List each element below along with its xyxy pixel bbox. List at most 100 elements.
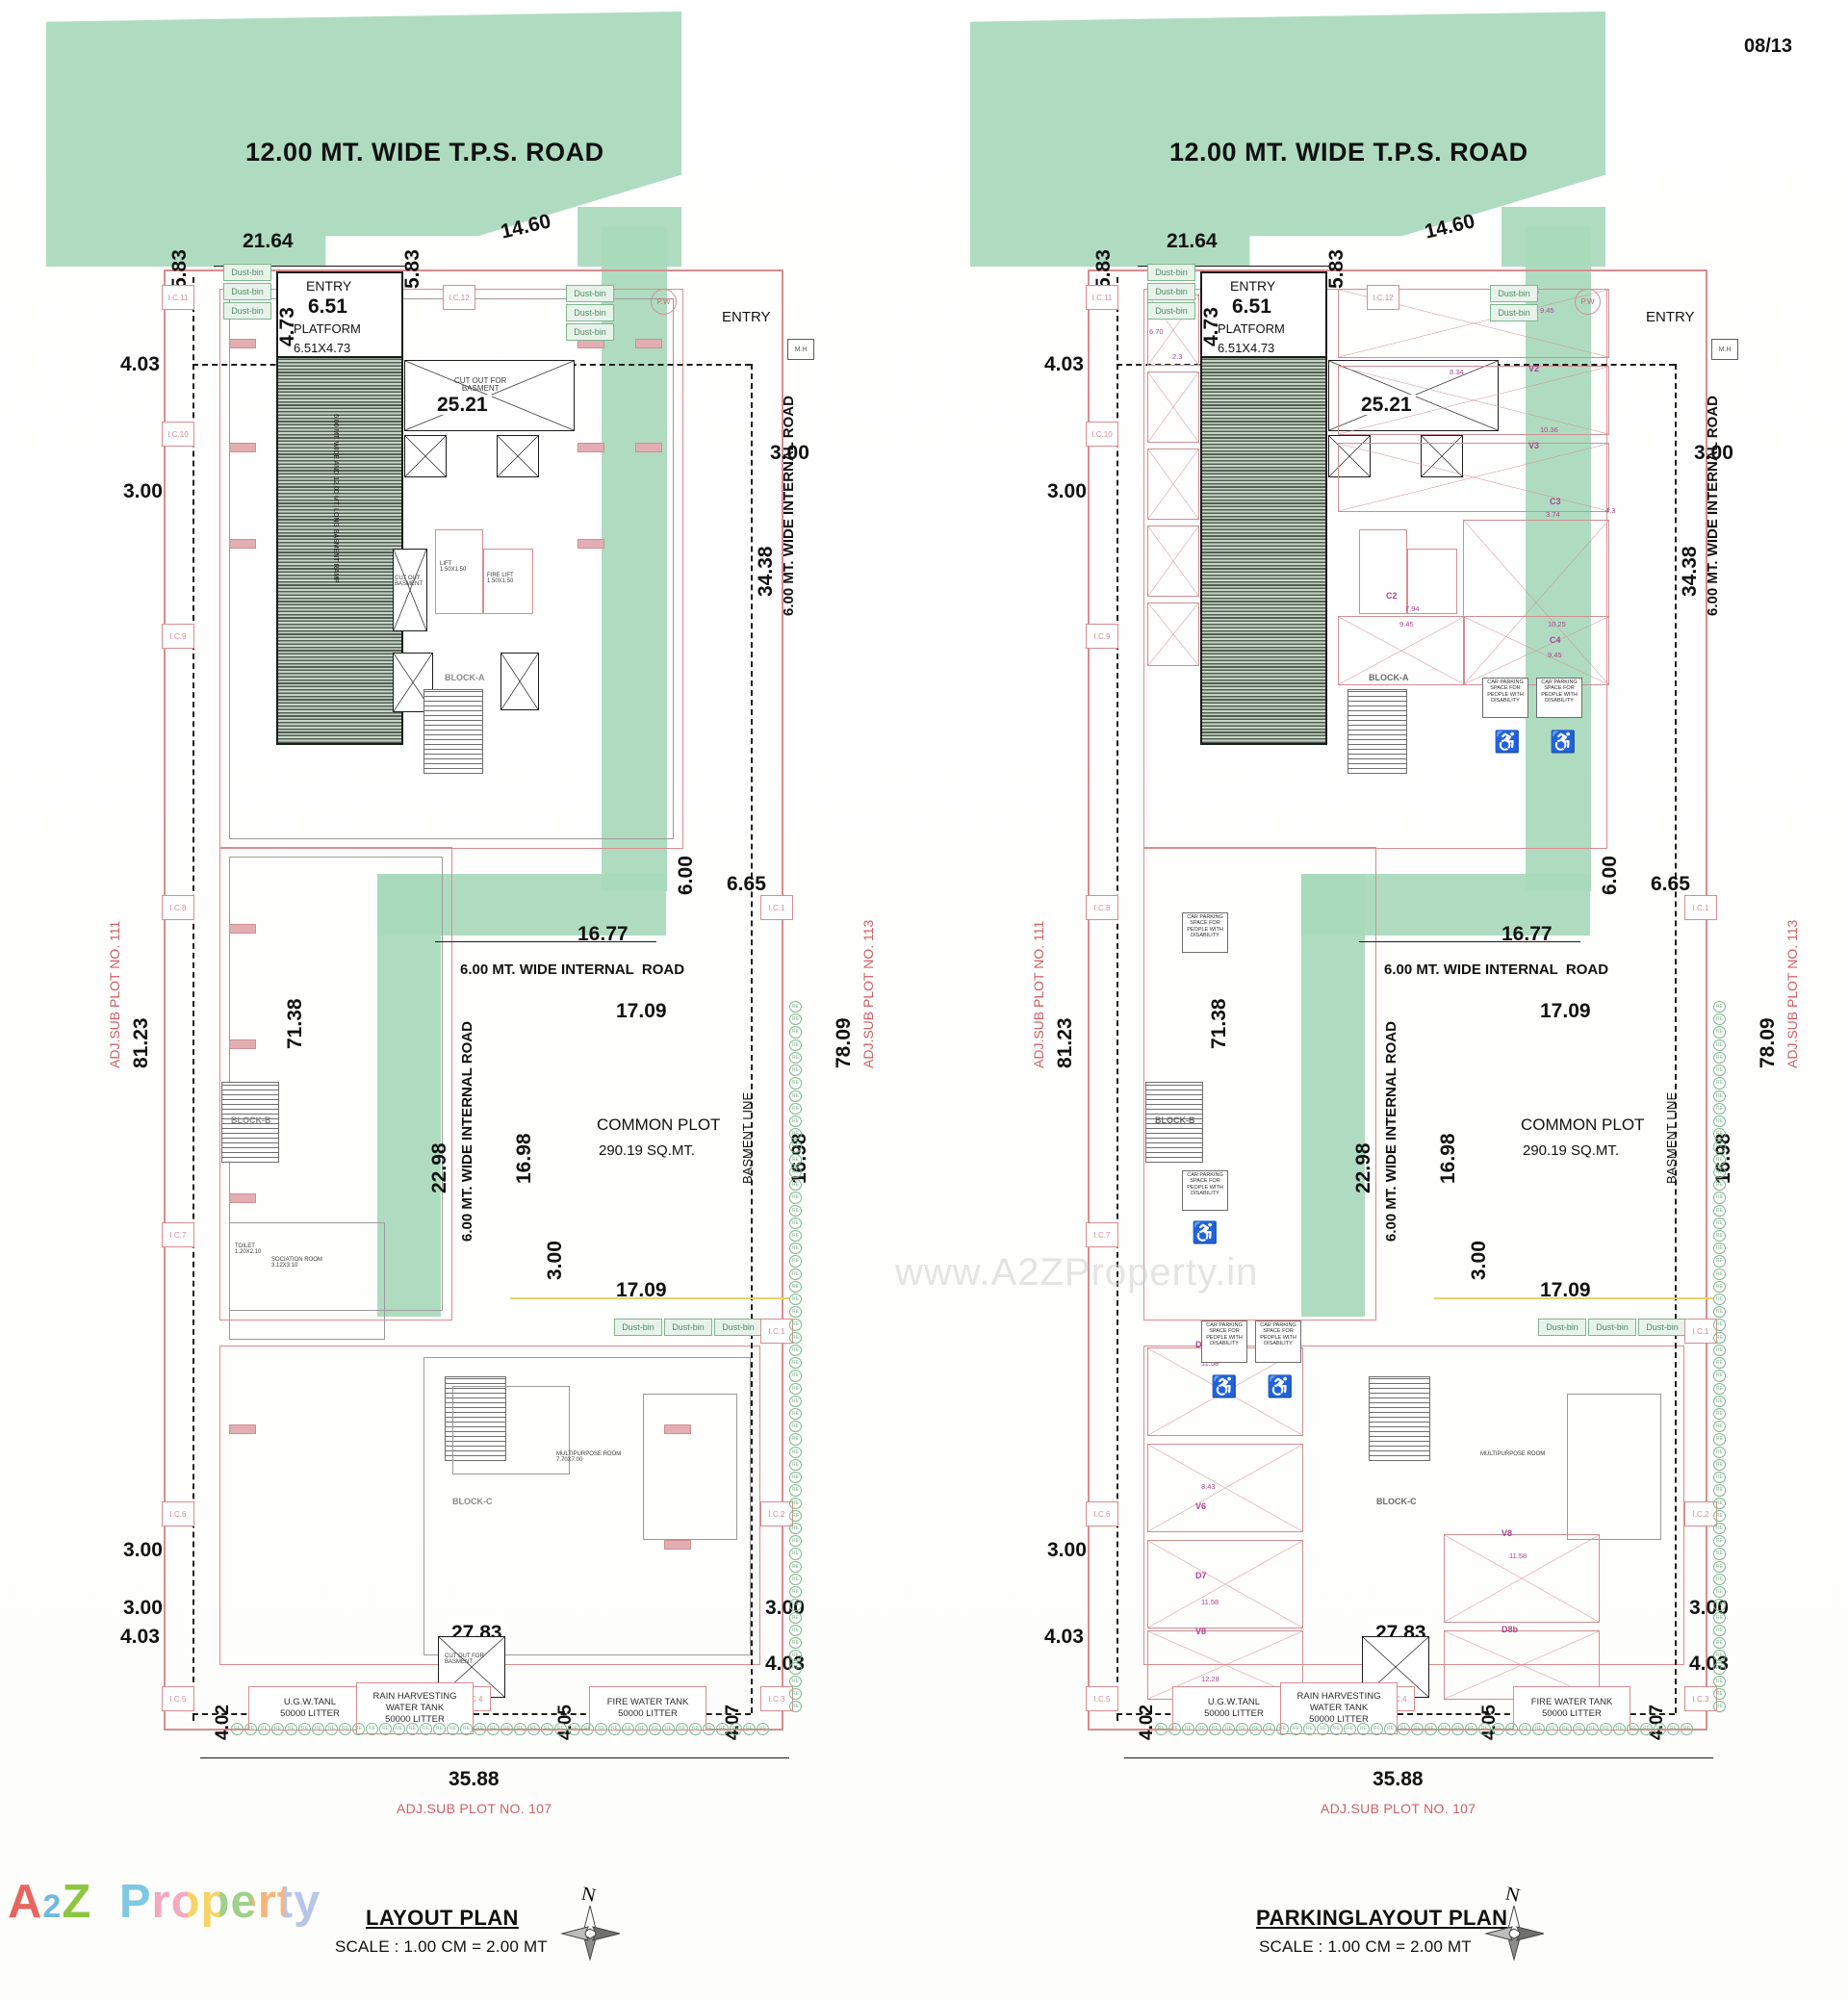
dim-right-margin-top: 5.83 [401,249,424,289]
compass-north-icon: N [560,1883,621,1962]
parking-stall-label: V6 [1195,1501,1207,1511]
cutout-note-bottom: CUT OUT FOR BASMENT [445,1654,484,1665]
basement-line-label: BASMENT LINE [740,1091,755,1184]
dustbin: Dust-bin [1147,283,1195,300]
adj-plot-bottom-label: ADJ.SUB PLOT NO. 107 [1321,1801,1476,1816]
disability-parking-label: CAR PARKING SPACE FOR PEOPLE WITH DISABI… [1201,1321,1247,1363]
ic-box: I.C.3 [1684,1686,1717,1711]
plan-title: PARKINGLAYOUT PLAN [1256,1906,1508,1930]
ic-box: I.C.9 [162,624,194,649]
dim-common-plot-mid-v: 16.98 [1437,1133,1459,1184]
parking-stall-label: C2 [1386,591,1398,601]
page-number: 08/13 [1744,36,1793,57]
parking-stall-dim: 4.3 [1605,506,1616,515]
entry-depth-dim: 4.73 [1200,307,1222,346]
parking-stall-label: V8 [1195,1627,1207,1636]
road-title: 12.00 MT. WIDE T.P.S. ROAD [1169,138,1528,167]
entry-label-right: ENTRY [722,309,771,325]
dim-setback-bottom-left2: 4.03 [120,1626,160,1648]
rain-tank-name: RAIN HARVESTING WATER TANK [372,1691,457,1714]
ic-box: I.C.10 [1086,422,1118,447]
ic-box: I.C.12 [443,285,475,310]
adj-plot-right-label: ADJ.SUB PLOT NO. 113 [1784,919,1800,1068]
platform-size: 6.51X4.73 [1218,341,1275,355]
cutout-basement-mid [393,549,427,631]
plot-boundary-top [164,269,783,271]
disability-parking-label: CAR PARKING SPACE FOR PEOPLE WITH DISABI… [1536,678,1582,718]
cutout-note-top: CUT OUT FOR BASMENT [454,376,507,393]
dim-right-setback-top: 3.00 [770,442,809,464]
basement-line-label: BASMENT LINE [1664,1091,1679,1184]
plan-scale: SCALE : 1.00 CM = 2.00 MT [1259,1937,1472,1956]
dim-offset-right: 6.65 [727,873,766,895]
wheelchair-icon: ♿ [1550,730,1577,754]
entry-label-top: ENTRY [1230,278,1276,294]
plot-boundary-left [164,269,166,1731]
parking-stall [1147,1444,1303,1532]
dustbin: Dust-bin [566,323,614,341]
dim-common-plot-left-v: 22.98 [428,1142,450,1193]
yellow-reference-line [1434,1297,1713,1299]
ic-box: I.C.2 [1684,1501,1717,1526]
parking-stall-dim: 8.43 [1201,1482,1216,1491]
stair-block-c [1369,1376,1430,1461]
plot-boundary-right [782,269,783,1731]
rain-tank-name: RAIN HARVESTING WATER TANK [1296,1691,1381,1714]
dustbin: Dust-bin [1147,264,1195,281]
ic-box: I.C.6 [1086,1501,1118,1526]
site-watermark: www.A2ZProperty.in [895,1251,1259,1294]
wheelchair-icon: ♿ [1267,1374,1294,1398]
dustbin: Dust-bin [614,1319,662,1336]
yellow-reference-line [510,1297,789,1299]
dim-right-vertical: 34.38 [1679,546,1701,597]
parking-stall-dim: 2.3 [1172,352,1183,361]
parking-stall [1338,443,1609,512]
dim-right-vertical: 34.38 [755,546,777,597]
fire-tank-box: FIRE WATER TANK 50000 LITTER [589,1686,706,1731]
fire-tank-capacity: 50000 LITTER [1542,1708,1602,1719]
basement-ramp [276,356,403,745]
entry-depth-dim: 4.73 [276,307,298,346]
dustbin: Dust-bin [1147,302,1195,320]
parking-stall-label: V2 [1528,364,1540,373]
ugw-tank-name: U.G.W.TANL [283,1697,337,1708]
parking-stall-dim: 9.45 [1548,651,1562,659]
ugw-tank-capacity: 50000 LITTER [280,1708,340,1719]
dustbin: Dust-bin [714,1319,762,1336]
basement-line-right [751,364,753,1713]
dim-top-width: 21.64 [1167,230,1218,252]
layout-plan: 12.00 MT. WIDE T.P.S. ROAD 6.00 MT. WIDE… [46,12,876,1962]
block-c-label: BLOCK-C [452,1497,493,1506]
entry-width-dim: 6.51 [1232,295,1271,318]
parking-stall-dim: 8.34 [1450,368,1464,376]
platform-size: 6.51X4.73 [294,341,351,355]
plot-boundary-top [1088,269,1707,271]
dustbin: Dust-bin [664,1319,712,1336]
block-b-outline [1143,847,1376,1321]
fire-tank-box: FIRE WATER TANK 50000 LITTER [1513,1686,1630,1731]
fire-lift-box [483,549,533,614]
dim-common-plot-bottom: 17.09 [616,1279,667,1301]
common-plot-area: 290.19 SQ.MT. [599,1142,696,1159]
parking-stall [1444,1534,1600,1623]
disability-parking-label: CAR PARKING SPACE FOR PEOPLE WITH DISABI… [1182,1170,1228,1211]
dim-setback-top-left: 4.03 [120,353,160,375]
svg-text:N: N [579,1883,598,1907]
rain-tank-capacity: 50000 LITTER [385,1713,445,1725]
block-c-label: BLOCK-C [1376,1497,1417,1506]
common-plot-label: COMMON PLOT [597,1115,721,1134]
common-plot-area: 290.19 SQ.MT. [1523,1142,1620,1159]
duct-a-2 [500,653,539,710]
dim-internal-road-small: 6.00 [675,856,697,895]
dim-lower-ramp-300: 3.00 [1468,1241,1490,1280]
logo-word: Property [118,1876,321,1928]
block-a-label: BLOCK-A [445,673,485,682]
parking-stall-label: D7 [1195,1571,1207,1580]
dim-common-plot-left-v: 22.98 [1352,1142,1374,1193]
stair-block-b [221,1082,279,1163]
sociation-room-label: SOCIATION ROOM 3.12X3.10 [271,1257,322,1269]
lift-box [1359,529,1407,614]
internal-road-h-label: 6.00 MT. WIDE INTERNAL ROAD [1384,962,1609,978]
